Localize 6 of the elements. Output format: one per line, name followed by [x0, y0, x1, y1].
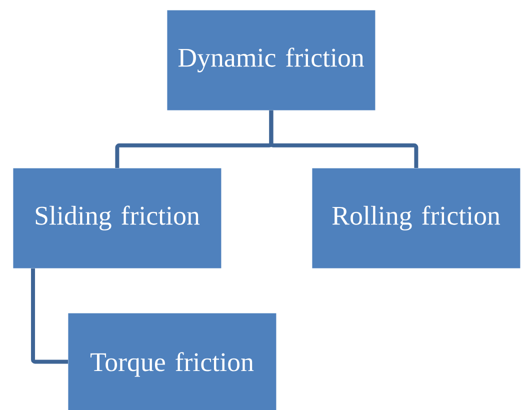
- connector-line: [269, 110, 418, 168]
- process-box: Torque friction: [68, 313, 276, 410]
- process-box: Sliding friction: [13, 168, 222, 268]
- process-box: Rolling friction: [312, 168, 520, 268]
- process-box: Dynamic friction: [167, 10, 376, 110]
- connector-line: [31, 268, 68, 364]
